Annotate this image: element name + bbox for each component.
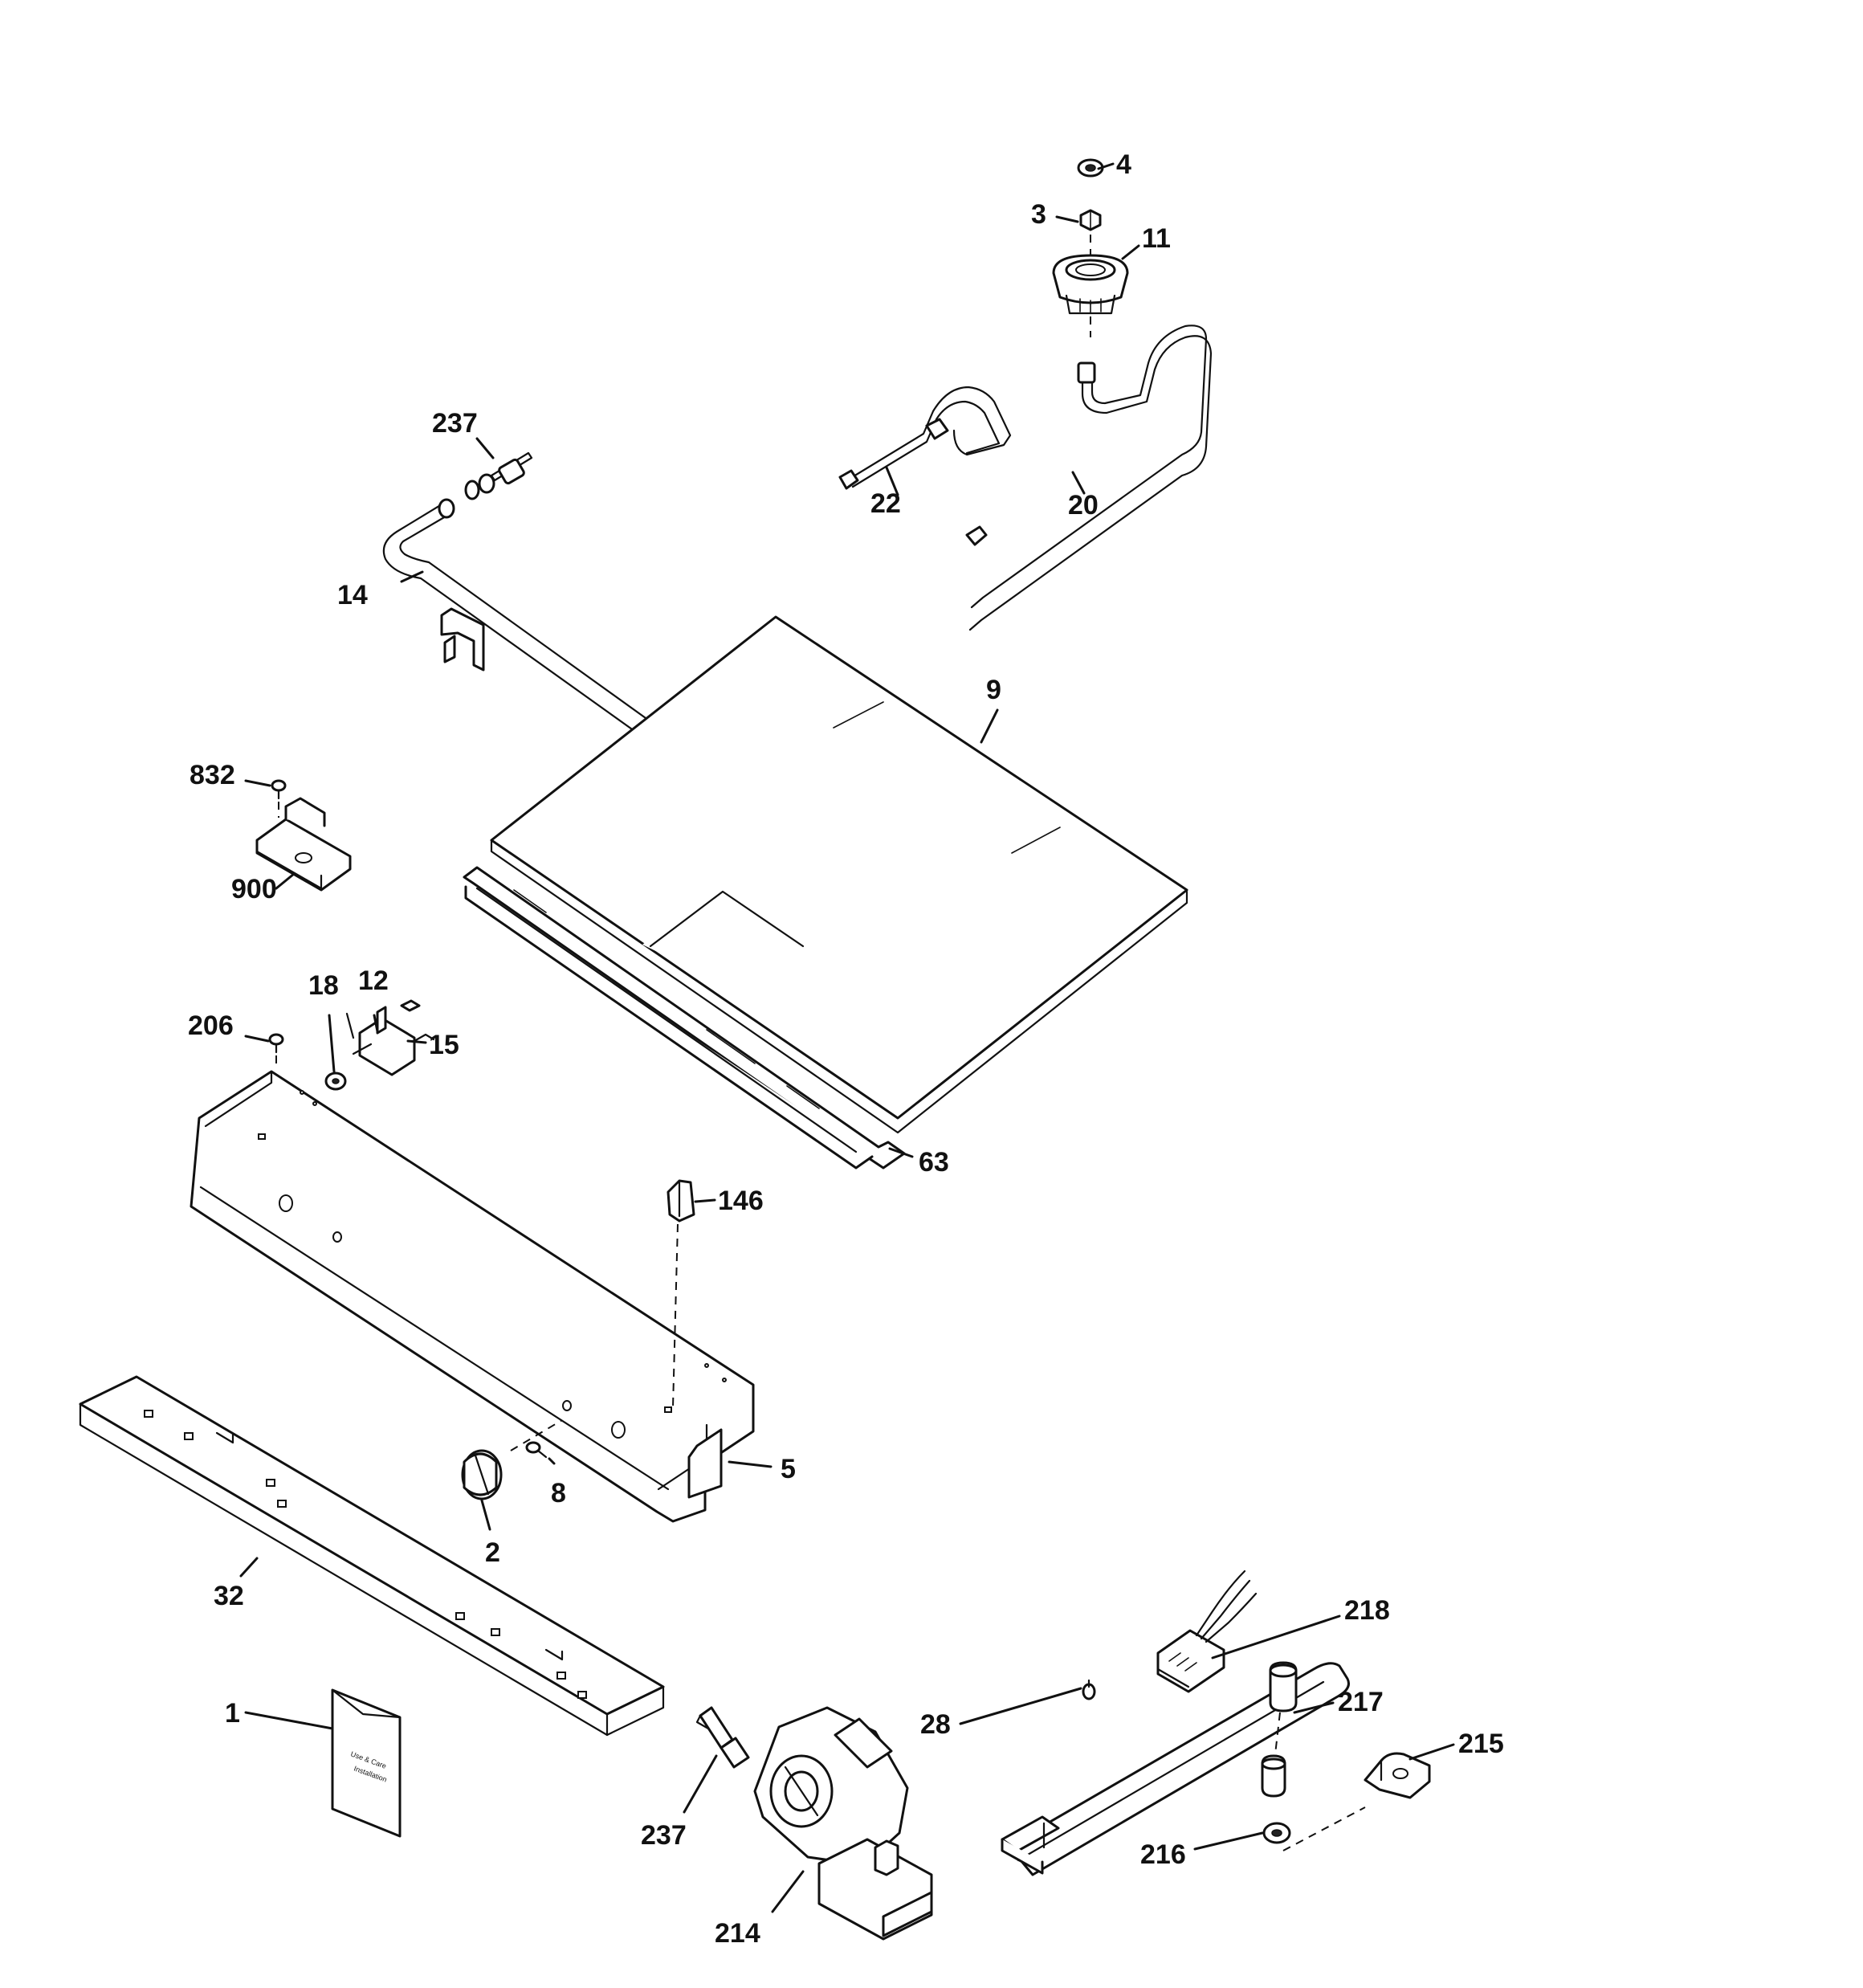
part-8-screw (525, 1441, 548, 1459)
part-2-knob (461, 1449, 503, 1500)
label-215: 215 (1458, 1729, 1504, 1759)
label-2: 2 (485, 1537, 500, 1568)
part-206-screw (268, 1033, 284, 1054)
label-63: 63 (919, 1147, 949, 1178)
label-18: 18 (308, 970, 339, 1001)
part-11-burner (1052, 254, 1129, 315)
part-832-screw (271, 779, 287, 800)
part-214-valve (753, 1706, 933, 1941)
label-20: 20 (1068, 490, 1099, 520)
oven-burner-tube (1001, 1662, 1350, 1876)
leader-lines (239, 162, 1455, 1913)
label-214: 214 (715, 1918, 760, 1949)
part-18-nut (324, 1072, 347, 1091)
label-3: 3 (1031, 199, 1046, 230)
label-5: 5 (781, 1454, 796, 1484)
label-237-top: 237 (432, 408, 478, 439)
label-9: 9 (986, 675, 1001, 705)
label-900: 900 (231, 874, 277, 904)
label-32: 32 (214, 1581, 244, 1611)
part-900-bracket (255, 797, 352, 892)
label-218: 218 (1344, 1595, 1390, 1626)
part-22-tube (838, 386, 1012, 490)
part-3-orifice (1079, 209, 1102, 231)
label-1: 1 (225, 1698, 240, 1729)
part-218-ignitor (1156, 1570, 1258, 1693)
label-12: 12 (358, 965, 389, 996)
part-237-elbow (695, 1706, 750, 1769)
part-216-nut (1262, 1822, 1291, 1844)
part-9-panel (490, 615, 1188, 1134)
callout-labels: 4 3 11 237 22 20 14 9 832 900 18 12 15 2… (188, 149, 1504, 1949)
label-216: 216 (1140, 1839, 1186, 1870)
label-11: 11 (1142, 223, 1171, 254)
part-12-15-switch (345, 999, 435, 1076)
part-1-envelope: Use & Care Installation (331, 1688, 402, 1838)
label-4: 4 (1116, 149, 1131, 180)
part-63-rail (463, 866, 906, 1170)
part-215-bracket (1364, 1752, 1431, 1799)
label-14: 14 (337, 580, 368, 610)
part-28-screw (1082, 1679, 1096, 1700)
label-832: 832 (190, 760, 235, 790)
label-217: 217 (1338, 1687, 1384, 1717)
label-15: 15 (429, 1030, 459, 1060)
part-5-manifold-panel (190, 1070, 755, 1523)
label-237-bottom: 237 (641, 1820, 687, 1851)
label-22: 22 (870, 488, 901, 519)
part-217-sleeve (1261, 1661, 1298, 1798)
part-237-fitting-top (464, 451, 533, 500)
label-28: 28 (920, 1709, 951, 1740)
part-20-tube (965, 325, 1213, 631)
label-206: 206 (188, 1010, 234, 1041)
label-8: 8 (551, 1478, 566, 1508)
part-146-clip (667, 1179, 695, 1223)
part-32-trim (79, 1375, 665, 1737)
label-146: 146 (718, 1186, 764, 1216)
